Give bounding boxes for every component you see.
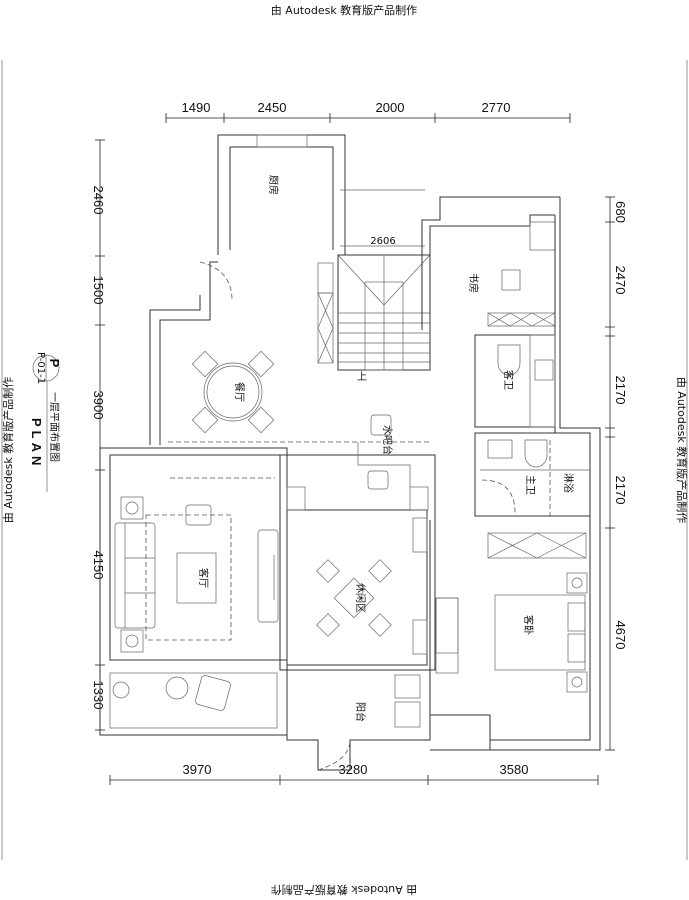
dim-right-4: 2170 xyxy=(613,476,628,505)
dim-left-1: 2460 xyxy=(91,186,106,215)
dim-top-1: 1490 xyxy=(182,100,211,115)
watermark-left: 由 Autodesk 教育版产品制作 xyxy=(1,377,15,523)
dim-bottom-3: 3580 xyxy=(500,762,529,777)
dim-corridor: 2606 xyxy=(370,236,395,247)
watermark-right: 由 Autodesk 教育版产品制作 xyxy=(675,377,689,523)
dimensions-top: 1490 2450 2000 2770 xyxy=(165,100,571,123)
room-label-guest-bath: 客卫 xyxy=(502,370,515,390)
dim-left-3: 3900 xyxy=(91,391,106,420)
dim-left-5: 1330 xyxy=(91,681,106,710)
room-label-kitchen: 厨房 xyxy=(267,175,280,195)
dimensions-bottom: 3970 3280 3580 xyxy=(109,762,599,785)
drawing-title: 一层平面布置图 xyxy=(48,392,60,462)
room-label-study: 书房 xyxy=(467,273,480,293)
watermark-bottom: 由 Autodesk 教育版产品制作 xyxy=(271,883,417,897)
dim-top-3: 2000 xyxy=(376,100,405,115)
room-label-guest-bedroom: 客卧 xyxy=(522,615,535,635)
title-block: P P-01-1 一层平面布置图 PLAN xyxy=(29,352,62,492)
room-label-shower: 淋浴 xyxy=(562,473,575,493)
dim-left-2: 1500 xyxy=(91,276,106,305)
dimensions-left: 2460 1500 3900 4150 1330 xyxy=(91,139,106,731)
room-label-water-bar: 水吧台 xyxy=(381,425,394,455)
sheet-symbol: P xyxy=(47,359,62,368)
dim-left-4: 4150 xyxy=(91,551,106,580)
dim-top-2: 2450 xyxy=(258,100,287,115)
room-label-master-bath: 主卫 xyxy=(524,475,536,495)
room-label-living: 客厅 xyxy=(197,568,210,588)
dimensions-right: 680 2470 2170 2170 4670 xyxy=(605,196,628,751)
stairs-up-label: 上 xyxy=(357,371,367,383)
dim-bottom-1: 3970 xyxy=(183,762,212,777)
walls: 2606 上 xyxy=(99,134,601,771)
room-labels: 厨房 书房 客卫 主卫 淋浴 餐厅 水吧台 客厅 休闲区 客卧 阳台 xyxy=(197,175,575,722)
dim-right-5: 4670 xyxy=(613,621,628,650)
drawing-subtitle: PLAN xyxy=(29,418,44,469)
dim-right-3: 2170 xyxy=(613,376,628,405)
room-label-balcony: 阳台 xyxy=(354,702,367,722)
room-label-dining: 餐厅 xyxy=(233,382,246,402)
dim-right-2: 2470 xyxy=(613,266,628,295)
sheet-number: P-01-1 xyxy=(35,352,46,384)
dim-bottom-2: 3280 xyxy=(339,762,368,777)
room-label-leisure: 休闲区 xyxy=(354,583,367,613)
dim-right-1: 680 xyxy=(613,201,628,223)
watermark-top: 由 Autodesk 教育版产品制作 xyxy=(271,3,417,17)
dim-top-4: 2770 xyxy=(482,100,511,115)
